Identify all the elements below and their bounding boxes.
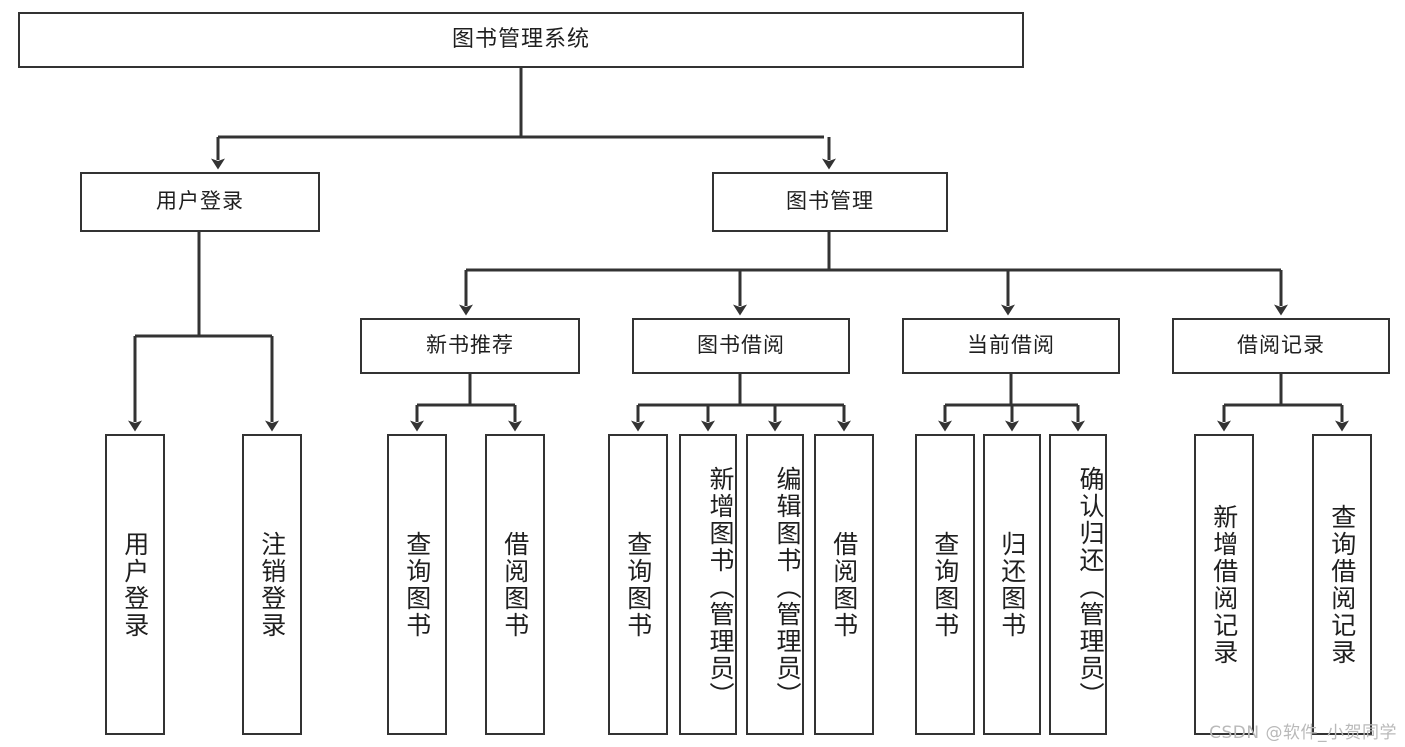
leaf-return-book[interactable]: 归还图书 bbox=[983, 434, 1041, 735]
leaf-confirm-return-admin[interactable]: 确认归还（管理员） bbox=[1049, 434, 1107, 735]
node-root[interactable]: 图书管理系统 bbox=[18, 12, 1024, 68]
node-book-management-label: 图书管理 bbox=[786, 189, 874, 214]
node-user-login[interactable]: 用户登录 bbox=[80, 172, 320, 232]
node-borrow-record-label: 借阅记录 bbox=[1237, 333, 1325, 358]
leaf-borrow-book-recommend[interactable]: 借阅图书 bbox=[485, 434, 545, 735]
leaf-query-book-current-label: 查询图书 bbox=[930, 530, 960, 639]
leaf-query-book-current[interactable]: 查询图书 bbox=[915, 434, 975, 735]
node-current-borrow-label: 当前借阅 bbox=[967, 333, 1055, 358]
leaf-confirm-return-admin-label: 确认归还（管理员） bbox=[1076, 466, 1105, 709]
node-book-management[interactable]: 图书管理 bbox=[712, 172, 948, 232]
leaf-logout-label: 注销登录 bbox=[257, 530, 287, 639]
leaf-query-book-recommend-label: 查询图书 bbox=[402, 530, 432, 639]
leaf-add-book-admin-label: 新增图书（管理员） bbox=[706, 466, 735, 709]
leaf-edit-book-admin[interactable]: 编辑图书（管理员） bbox=[746, 434, 804, 735]
node-book-borrow[interactable]: 图书借阅 bbox=[632, 318, 850, 374]
watermark: CSDN @软件_小贺同学 bbox=[1209, 723, 1397, 743]
leaf-query-borrow-record[interactable]: 查询借阅记录 bbox=[1312, 434, 1372, 735]
leaf-user-login[interactable]: 用户登录 bbox=[105, 434, 165, 735]
node-book-borrow-label: 图书借阅 bbox=[697, 333, 785, 358]
node-new-book-recommend-label: 新书推荐 bbox=[426, 333, 514, 358]
leaf-borrow-book-recommend-label: 借阅图书 bbox=[500, 530, 530, 639]
leaf-logout[interactable]: 注销登录 bbox=[242, 434, 302, 735]
leaf-add-book-admin[interactable]: 新增图书（管理员） bbox=[679, 434, 737, 735]
leaf-borrow-book[interactable]: 借阅图书 bbox=[814, 434, 874, 735]
node-borrow-record[interactable]: 借阅记录 bbox=[1172, 318, 1390, 374]
leaf-return-book-label: 归还图书 bbox=[997, 530, 1027, 639]
node-user-login-label: 用户登录 bbox=[156, 189, 244, 214]
leaf-query-book-recommend[interactable]: 查询图书 bbox=[387, 434, 447, 735]
leaf-user-login-label: 用户登录 bbox=[120, 530, 150, 639]
leaf-add-borrow-record-label: 新增借阅记录 bbox=[1209, 503, 1239, 666]
leaf-add-borrow-record[interactable]: 新增借阅记录 bbox=[1194, 434, 1254, 735]
node-root-label: 图书管理系统 bbox=[451, 26, 590, 52]
leaf-borrow-book-label: 借阅图书 bbox=[829, 530, 859, 639]
leaf-query-book-borrow-label: 查询图书 bbox=[623, 530, 653, 639]
leaf-query-book-borrow[interactable]: 查询图书 bbox=[608, 434, 668, 735]
leaf-query-borrow-record-label: 查询借阅记录 bbox=[1327, 503, 1357, 666]
node-current-borrow[interactable]: 当前借阅 bbox=[902, 318, 1120, 374]
leaf-edit-book-admin-label: 编辑图书（管理员） bbox=[773, 466, 802, 709]
node-new-book-recommend[interactable]: 新书推荐 bbox=[360, 318, 580, 374]
